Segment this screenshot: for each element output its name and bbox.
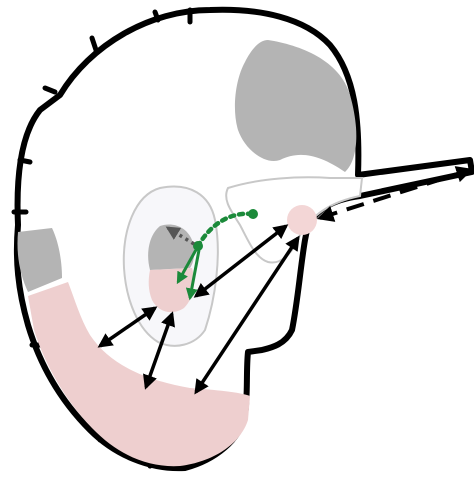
pink-spot	[287, 205, 317, 235]
green-dot-source	[248, 209, 258, 219]
